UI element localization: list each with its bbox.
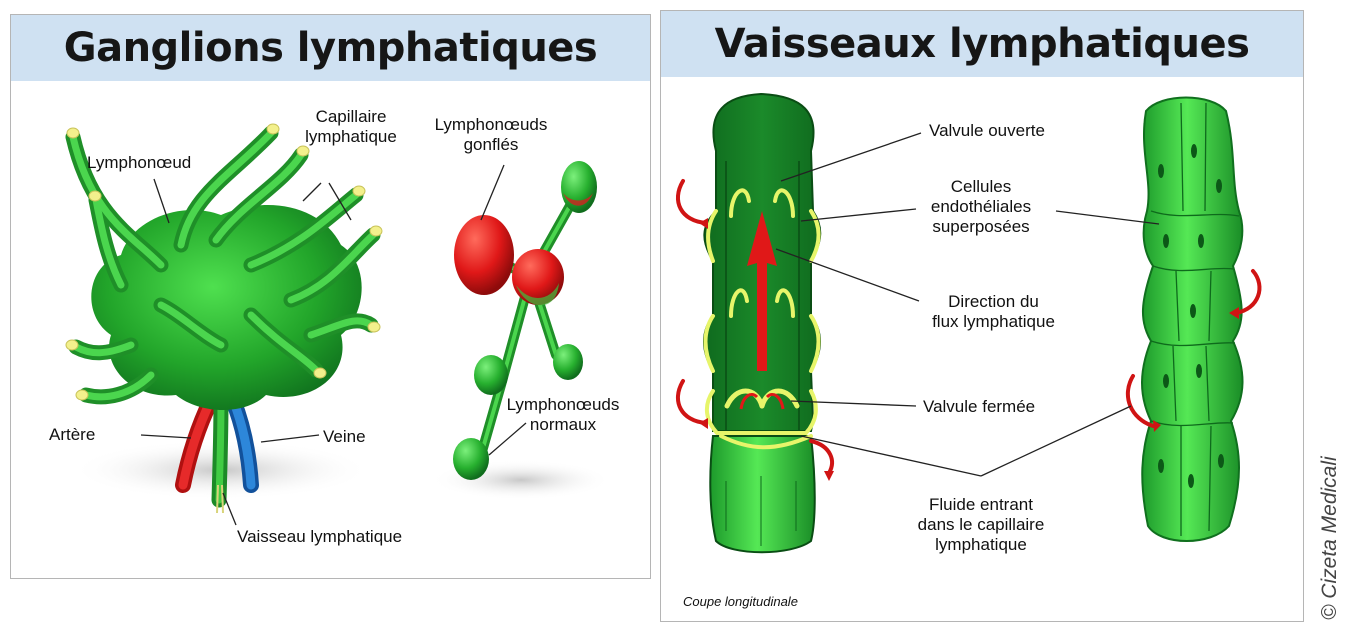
- label-direction: Direction du flux lymphatique: [916, 292, 1071, 332]
- lymph-vessels-panel: Vaisseaux lymphatiques: [660, 10, 1304, 622]
- vessel-longitudinal-section: [704, 94, 820, 552]
- copyright-credit: © Cizeta Medicali: [1318, 456, 1342, 620]
- label-fluide-line1: Fluide entrant: [901, 495, 1061, 515]
- vessel-external-view: [1142, 98, 1243, 542]
- label-normal-line1: Lymphonœuds: [503, 395, 623, 415]
- swollen-node: [512, 249, 564, 305]
- label-swollen-line2: gonflés: [429, 135, 553, 155]
- label-artere: Artère: [49, 425, 95, 445]
- label-vaisseau: Vaisseau lymphatique: [237, 527, 402, 547]
- normal-node: [453, 438, 489, 480]
- lymph-nodes-panel: Ganglions lymphatiques: [10, 14, 651, 579]
- normal-node: [553, 344, 583, 380]
- label-swollen-line1: Lymphonœuds: [429, 115, 553, 135]
- longitudinal-section-caption: Coupe longitudinale: [683, 594, 798, 609]
- label-valvule-fermee: Valvule fermée: [923, 397, 1035, 417]
- label-nodes-swollen: Lymphonœuds gonflés: [429, 115, 553, 155]
- label-direction-line2: flux lymphatique: [916, 312, 1071, 332]
- label-capillaire: Capillaire lymphatique: [291, 107, 411, 147]
- label-valvule-ouverte: Valvule ouverte: [929, 121, 1045, 141]
- label-fluide: Fluide entrant dans le capillaire lympha…: [901, 495, 1061, 555]
- swollen-node: [454, 215, 514, 295]
- label-normal-line2: normaux: [503, 415, 623, 435]
- label-lymphonoeud: Lymphonœud: [87, 153, 191, 173]
- label-cellules: Cellules endothéliales superposées: [906, 177, 1056, 237]
- label-cellules-line3: superposées: [906, 217, 1056, 237]
- label-fluide-line3: lymphatique: [901, 535, 1061, 555]
- label-direction-line1: Direction du: [916, 292, 1071, 312]
- label-capillaire-line2: lymphatique: [291, 127, 411, 147]
- label-veine: Veine: [323, 427, 366, 447]
- label-fluide-line2: dans le capillaire: [901, 515, 1061, 535]
- normal-node: [474, 355, 508, 395]
- label-cellules-line1: Cellules: [906, 177, 1056, 197]
- label-capillaire-line1: Capillaire: [291, 107, 411, 127]
- label-cellules-line2: endothéliales: [906, 197, 1056, 217]
- lymph-nodes-illustration: [11, 15, 651, 579]
- label-nodes-normal: Lymphonœuds normaux: [503, 395, 623, 435]
